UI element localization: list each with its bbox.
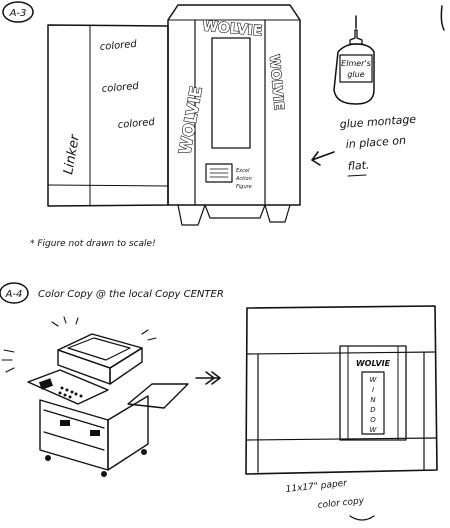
box-note-line-2: Action [235,176,252,182]
box-info-panel [205,163,233,183]
box-window [211,37,251,149]
step-a3: A-3 Linker colored colore [2,1,445,249]
window-letter-1: W [370,376,378,384]
step-badge-label: A-3 [9,8,27,19]
colored-label-1: colored [99,39,138,53]
window-letter-2: I [372,386,374,394]
paper-fold-bottom [246,437,437,441]
note-squiggle [349,515,375,521]
flat-underline [347,174,367,177]
paper-fold-top [246,351,437,355]
step-badge-circle-a4 [0,282,29,304]
arrow-right-icon [195,371,221,385]
box-note-line-1: Excel [236,168,250,174]
box-brand-side-right: WOLVIE [266,54,286,111]
step-a4: A-4 Color Copy @ the local Copy CENTER [0,282,438,521]
window-letter-6: W [370,426,378,434]
paper-note-line-1: 11x17" paper [285,478,348,495]
instruction-line-2: in place on [345,134,406,151]
box-brand-top: WOLVIE [202,18,263,39]
poster-window [361,371,385,435]
glue-label-line-2: glue [347,70,364,79]
glue-label-line-1: Elmer's [341,59,371,68]
box-tab-left [177,204,206,226]
copier-machine-icon [1,316,189,477]
montage-bottom-line [47,184,169,187]
footnote: * Figure not drawn to scale! [30,239,156,249]
poster-brand: WOLVIE [356,359,391,368]
box-tab-right [264,204,291,223]
window-letter-4: D [370,406,376,414]
colored-label-3: colored [117,117,156,131]
instruction-line-3: flat. [347,159,370,173]
arrow-left-icon [311,151,335,166]
glue-bottle-icon: Elmer's glue [333,15,375,105]
box-tab-middle [204,204,266,219]
box-panel-note: Excel Action Figure [235,168,252,190]
linker-label: Linker [61,132,83,176]
step-badge-circle [2,1,34,23]
box-note-line-3: Figure [236,184,252,190]
window-letter-5: O [370,416,376,424]
paper-note-line-2: color copy [317,496,365,511]
poster-box [339,345,407,441]
box-brand-side-left: WOLVIE [175,85,206,156]
step-title: Color Copy @ the local Copy CENTER [38,289,224,300]
colored-label-2: colored [101,81,140,95]
edge-stroke [440,5,445,31]
color-copy-paper: WOLVIE W I N D O W [245,305,438,475]
instruction-line-1: glue montage [339,113,416,131]
window-letter-3: N [370,396,376,404]
flat-montage [47,4,301,226]
step-badge-label-a4: A-4 [5,289,23,300]
